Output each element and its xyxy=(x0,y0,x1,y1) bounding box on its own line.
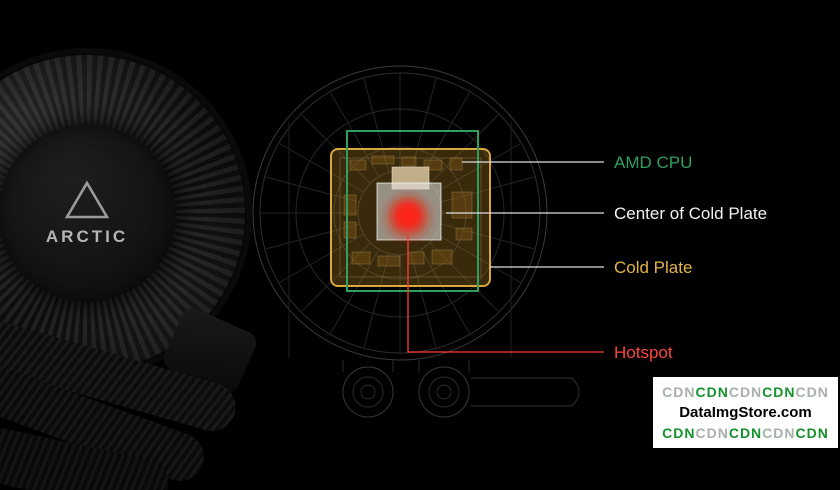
hotspot-core xyxy=(395,202,421,228)
watermark-site: DataImgStore.com xyxy=(679,404,812,421)
amd-cpu-outline xyxy=(346,130,479,292)
pump-center-cap: ARCTIC xyxy=(0,124,176,302)
wireframe-spokes xyxy=(261,74,539,352)
watermark-line-bottom: CDNCDNCDNCDNCDN xyxy=(662,425,829,441)
label-hotspot: Hotspot xyxy=(614,343,673,362)
wireframe-fittings xyxy=(342,360,580,418)
substrate-components xyxy=(343,155,473,267)
substrate-edge xyxy=(339,157,482,278)
label-amd-cpu: AMD CPU xyxy=(614,153,693,172)
label-center-of-cold-plate: Center of Cold Plate xyxy=(614,204,768,223)
pump-photo: ARCTIC xyxy=(0,48,252,378)
watermark: CDNCDNCDNCDNCDN DataImgStore.com CDNCDNC… xyxy=(653,377,838,448)
callout-line-hotspot xyxy=(407,236,604,353)
callout-lines xyxy=(446,161,604,268)
watermark-line-top: CDNCDNCDNCDNCDN xyxy=(662,384,829,400)
arctic-logo-icon xyxy=(64,179,110,218)
label-cold-plate: Cold Plate xyxy=(614,258,693,277)
arctic-logo-text: ARCTIC xyxy=(45,226,129,246)
